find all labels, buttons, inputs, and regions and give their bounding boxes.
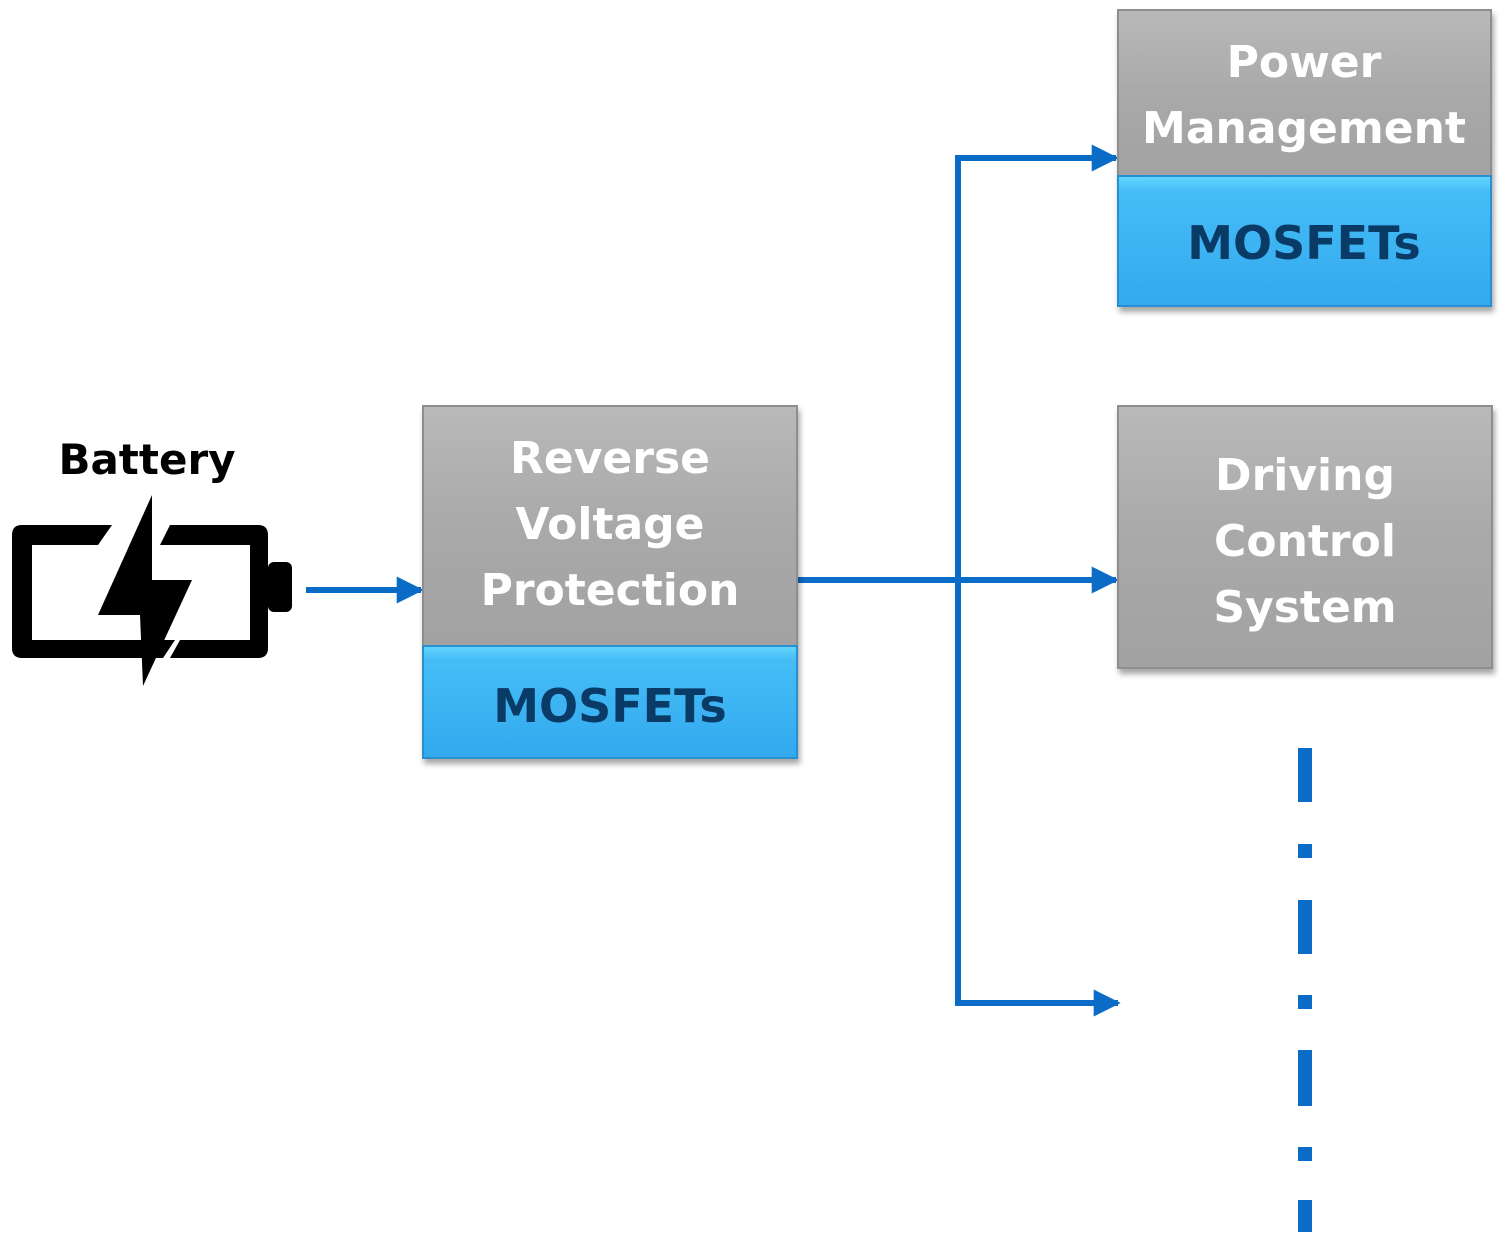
connection-wires bbox=[306, 144, 1121, 1017]
battery-icon bbox=[12, 495, 292, 686]
driving-control-title-line-2: Control bbox=[1214, 516, 1396, 567]
power-management-title-line-2: Management bbox=[1142, 103, 1466, 154]
reverse-voltage-title-line-2: Voltage bbox=[515, 499, 704, 550]
reverse-voltage-mosfets-label: MOSFETs bbox=[493, 679, 727, 733]
power-management-mosfets-label: MOSFETs bbox=[1187, 216, 1421, 270]
power-management-title-line-1: Power bbox=[1227, 37, 1382, 88]
power-management-block bbox=[1117, 9, 1492, 307]
reverse-voltage-protection-block bbox=[422, 405, 798, 759]
continuation-ellipsis bbox=[1298, 748, 1312, 1232]
reverse-voltage-title-line-1: Reverse bbox=[510, 433, 710, 484]
battery-label: Battery bbox=[58, 435, 235, 484]
driving-control-title-line-3: System bbox=[1213, 582, 1396, 633]
lightning-bolt-icon bbox=[98, 495, 192, 686]
reverse-voltage-title-line-3: Protection bbox=[481, 565, 740, 616]
driving-control-title-line-1: Driving bbox=[1215, 450, 1395, 501]
driving-control-system-block bbox=[1117, 405, 1493, 669]
